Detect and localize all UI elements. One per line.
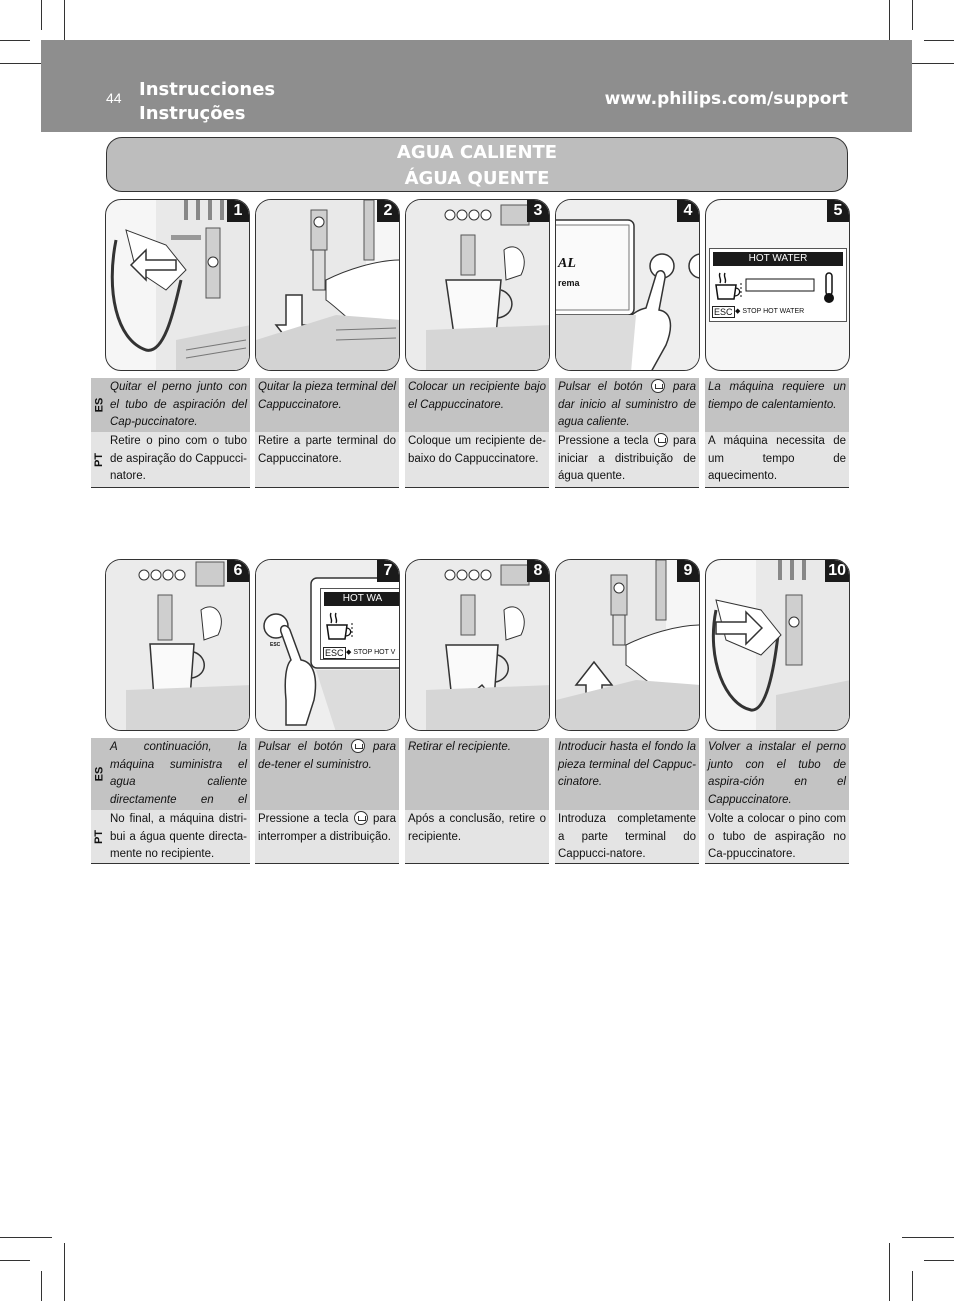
step-6-pt: No final, a máquina distri-bui a água qu… xyxy=(107,810,250,864)
stop-text: STOP HOT WATER xyxy=(742,308,805,315)
step-9-es: Introducir hasta el fondo la pieza termi… xyxy=(555,738,699,810)
step-8-es: Retirar el recipiente. xyxy=(405,738,549,810)
stop-label: ◆ STOP HOT WATER xyxy=(735,308,805,315)
step-9-pt: Introduza completamente a parte terminal… xyxy=(555,810,699,864)
crop-mark xyxy=(889,0,890,58)
hot-water-button-icon xyxy=(653,433,668,447)
lang-code-es: ES xyxy=(91,378,107,432)
title-es: Instrucciones xyxy=(139,79,276,100)
esc-label: ESC xyxy=(323,647,346,659)
step-number: 8 xyxy=(527,560,549,582)
stop-label: ◆ STOP HOT V xyxy=(346,649,396,656)
step-image-5: HOT WATER ESC ◆ STOP HOT WATER 5 xyxy=(705,199,850,371)
step-5-es: La máquina requiere un tiempo de calenta… xyxy=(705,378,849,432)
lcd-title: HOT WATER xyxy=(713,252,843,266)
page-header: 44 Instrucciones Instruções www.philips.… xyxy=(41,40,912,132)
step-2-pt: Retire a parte terminal do Cappuccinator… xyxy=(255,432,399,488)
lang-code-es: ES xyxy=(91,738,107,810)
lang-code-pt: PT xyxy=(91,810,107,864)
crop-mark xyxy=(912,0,913,30)
lcd-display: HOT WA ESC ◆ STOP HOT V xyxy=(320,588,399,660)
logo-fragment: AL xyxy=(558,256,576,271)
step-10-es: Volver a instalar el perno junto con el … xyxy=(705,738,849,810)
step-4-pt: Pressione a tecla para iniciar a distrib… xyxy=(555,432,699,488)
step-10-pt: Volte a colocar o pino com o tubo de asp… xyxy=(705,810,849,864)
step-number: 3 xyxy=(527,200,549,222)
step-image-1: 1 xyxy=(105,199,250,371)
step-number: 4 xyxy=(677,200,699,222)
hot-water-button-icon xyxy=(350,739,365,753)
page-title: Instrucciones Instruções xyxy=(139,78,275,126)
step-image-10: 10 xyxy=(705,559,850,731)
step-3-pt: Coloque um recipiente de-baixo do Cappuc… xyxy=(405,432,549,488)
step-8-pt: Após a conclusão, retire o recipiente. xyxy=(405,810,549,864)
crop-mark xyxy=(902,63,954,64)
stop-text: STOP HOT V xyxy=(353,649,396,656)
step-1-pt: Retire o pino com o tubo de aspiração do… xyxy=(107,432,250,488)
hot-water-button-icon xyxy=(353,811,368,825)
page-number: 44 xyxy=(106,90,122,106)
crop-mark xyxy=(924,40,954,41)
lang-code-pt: PT xyxy=(91,432,107,488)
step-7-es: Pulsar el botón para de-tener el suminis… xyxy=(255,738,399,810)
step-number: 9 xyxy=(677,560,699,582)
step-6-es: A continuación, la máquina suministra el… xyxy=(107,738,250,823)
step-1-es: Quitar el perno junto con el tubo de asp… xyxy=(107,378,250,432)
step-5-pt: A máquina necessita de um tempo de aquec… xyxy=(705,432,849,488)
step-number: 1 xyxy=(227,200,249,222)
step-image-3: 3 xyxy=(405,199,550,371)
step-image-6: 6 xyxy=(105,559,250,731)
crop-mark xyxy=(924,1260,954,1261)
crop-mark xyxy=(64,0,65,58)
step-number: 10 xyxy=(825,560,849,582)
step-number: 7 xyxy=(377,560,399,582)
step-image-2: 2 xyxy=(255,199,400,371)
step-number: 2 xyxy=(377,200,399,222)
esc-label: ESC xyxy=(712,306,735,318)
step-4-es: Pulsar el botón para dar inicio al sumin… xyxy=(555,378,699,432)
support-link[interactable]: www.philips.com/support xyxy=(604,89,848,109)
step-7-pt: Pressione a tecla para interromper a dis… xyxy=(255,810,399,864)
hot-water-button-icon xyxy=(650,379,665,393)
esc-label-small: ESC xyxy=(270,642,281,648)
lcd-display: HOT WATER ESC ◆ STOP HOT WATER xyxy=(709,248,847,322)
step-image-9: 9 xyxy=(555,559,700,731)
brand-fragment: rema xyxy=(558,278,580,288)
step-image-4: AL rema 4 xyxy=(555,199,700,371)
section-title-pt: ÁGUA QUENTE xyxy=(404,168,550,189)
step-2-es: Quitar la pieza terminal del Cappuccinat… xyxy=(255,378,399,432)
crop-mark xyxy=(0,1237,52,1238)
step-number: 5 xyxy=(827,200,849,222)
step-image-8: 8 xyxy=(405,559,550,731)
crop-mark xyxy=(0,40,30,41)
step-image-7: HOT WA ESC ◆ STOP HOT V ESC 7 xyxy=(255,559,400,731)
crop-mark xyxy=(889,1243,890,1301)
step-number: 6 xyxy=(227,560,249,582)
lcd-title: HOT WA xyxy=(324,592,399,606)
crop-mark xyxy=(0,1260,30,1261)
crop-mark xyxy=(41,1271,42,1301)
title-pt: Instruções xyxy=(139,103,246,124)
section-title-es: AGUA CALIENTE xyxy=(396,142,558,163)
section-title: AGUA CALIENTE ÁGUA QUENTE xyxy=(106,137,848,192)
crop-mark xyxy=(0,63,52,64)
crop-mark xyxy=(64,1243,65,1301)
step-3-es: Colocar un recipiente bajo el Cappuccina… xyxy=(405,378,549,432)
crop-mark xyxy=(902,1237,954,1238)
crop-mark xyxy=(41,0,42,30)
crop-mark xyxy=(912,1271,913,1301)
